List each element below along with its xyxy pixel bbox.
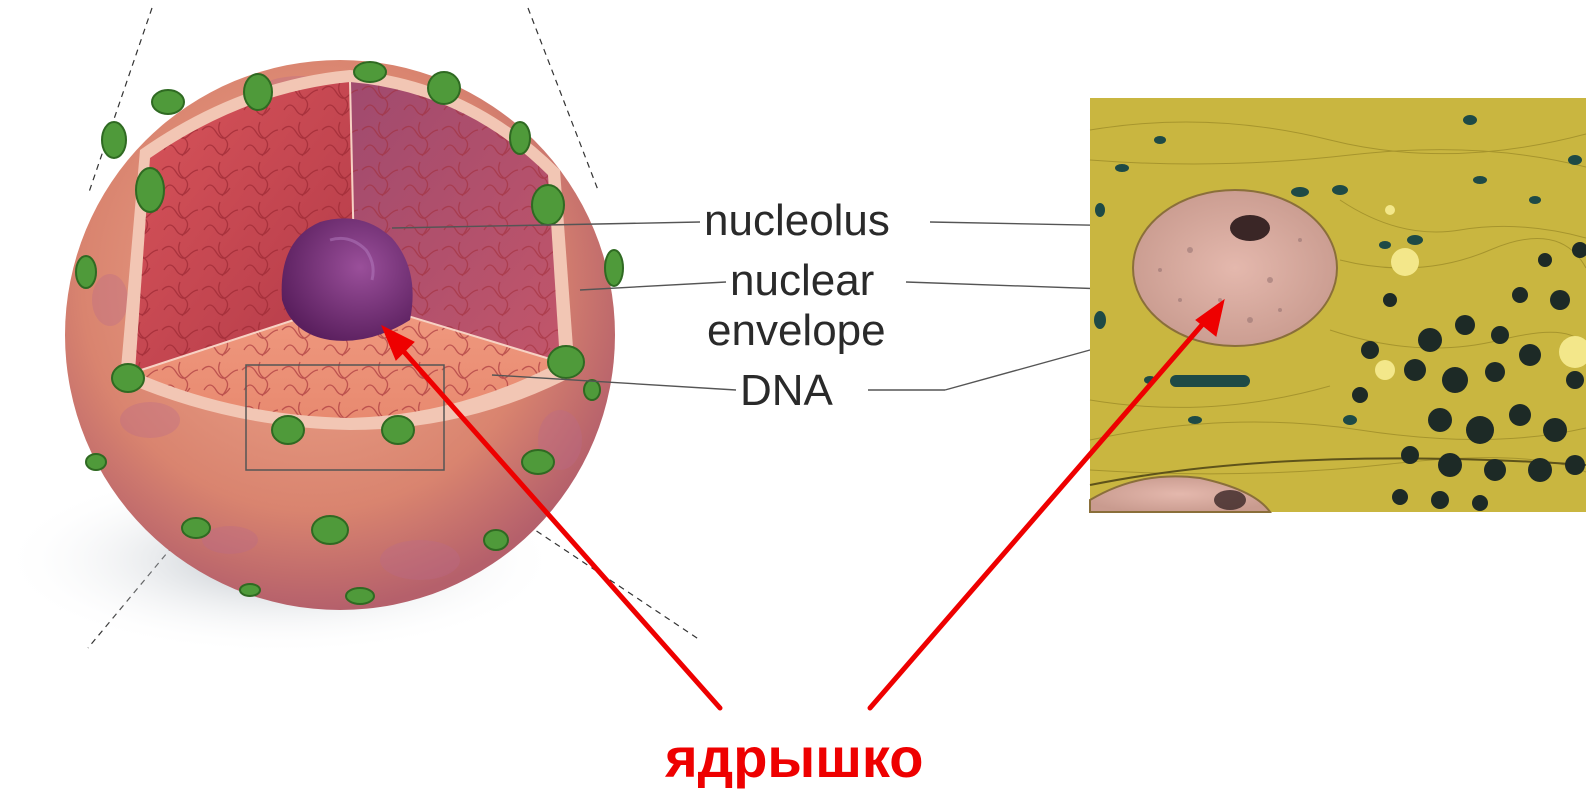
label-nuclear-envelope-line2: envelope	[707, 308, 886, 354]
label-nucleolus: nucleolus	[704, 198, 890, 244]
label-dna: DNA	[740, 368, 833, 414]
label-nuclear-envelope-line1: nuclear	[730, 258, 874, 304]
micrograph	[1090, 98, 1586, 512]
caption-nucleolus-russian: ядрышко	[665, 728, 923, 788]
